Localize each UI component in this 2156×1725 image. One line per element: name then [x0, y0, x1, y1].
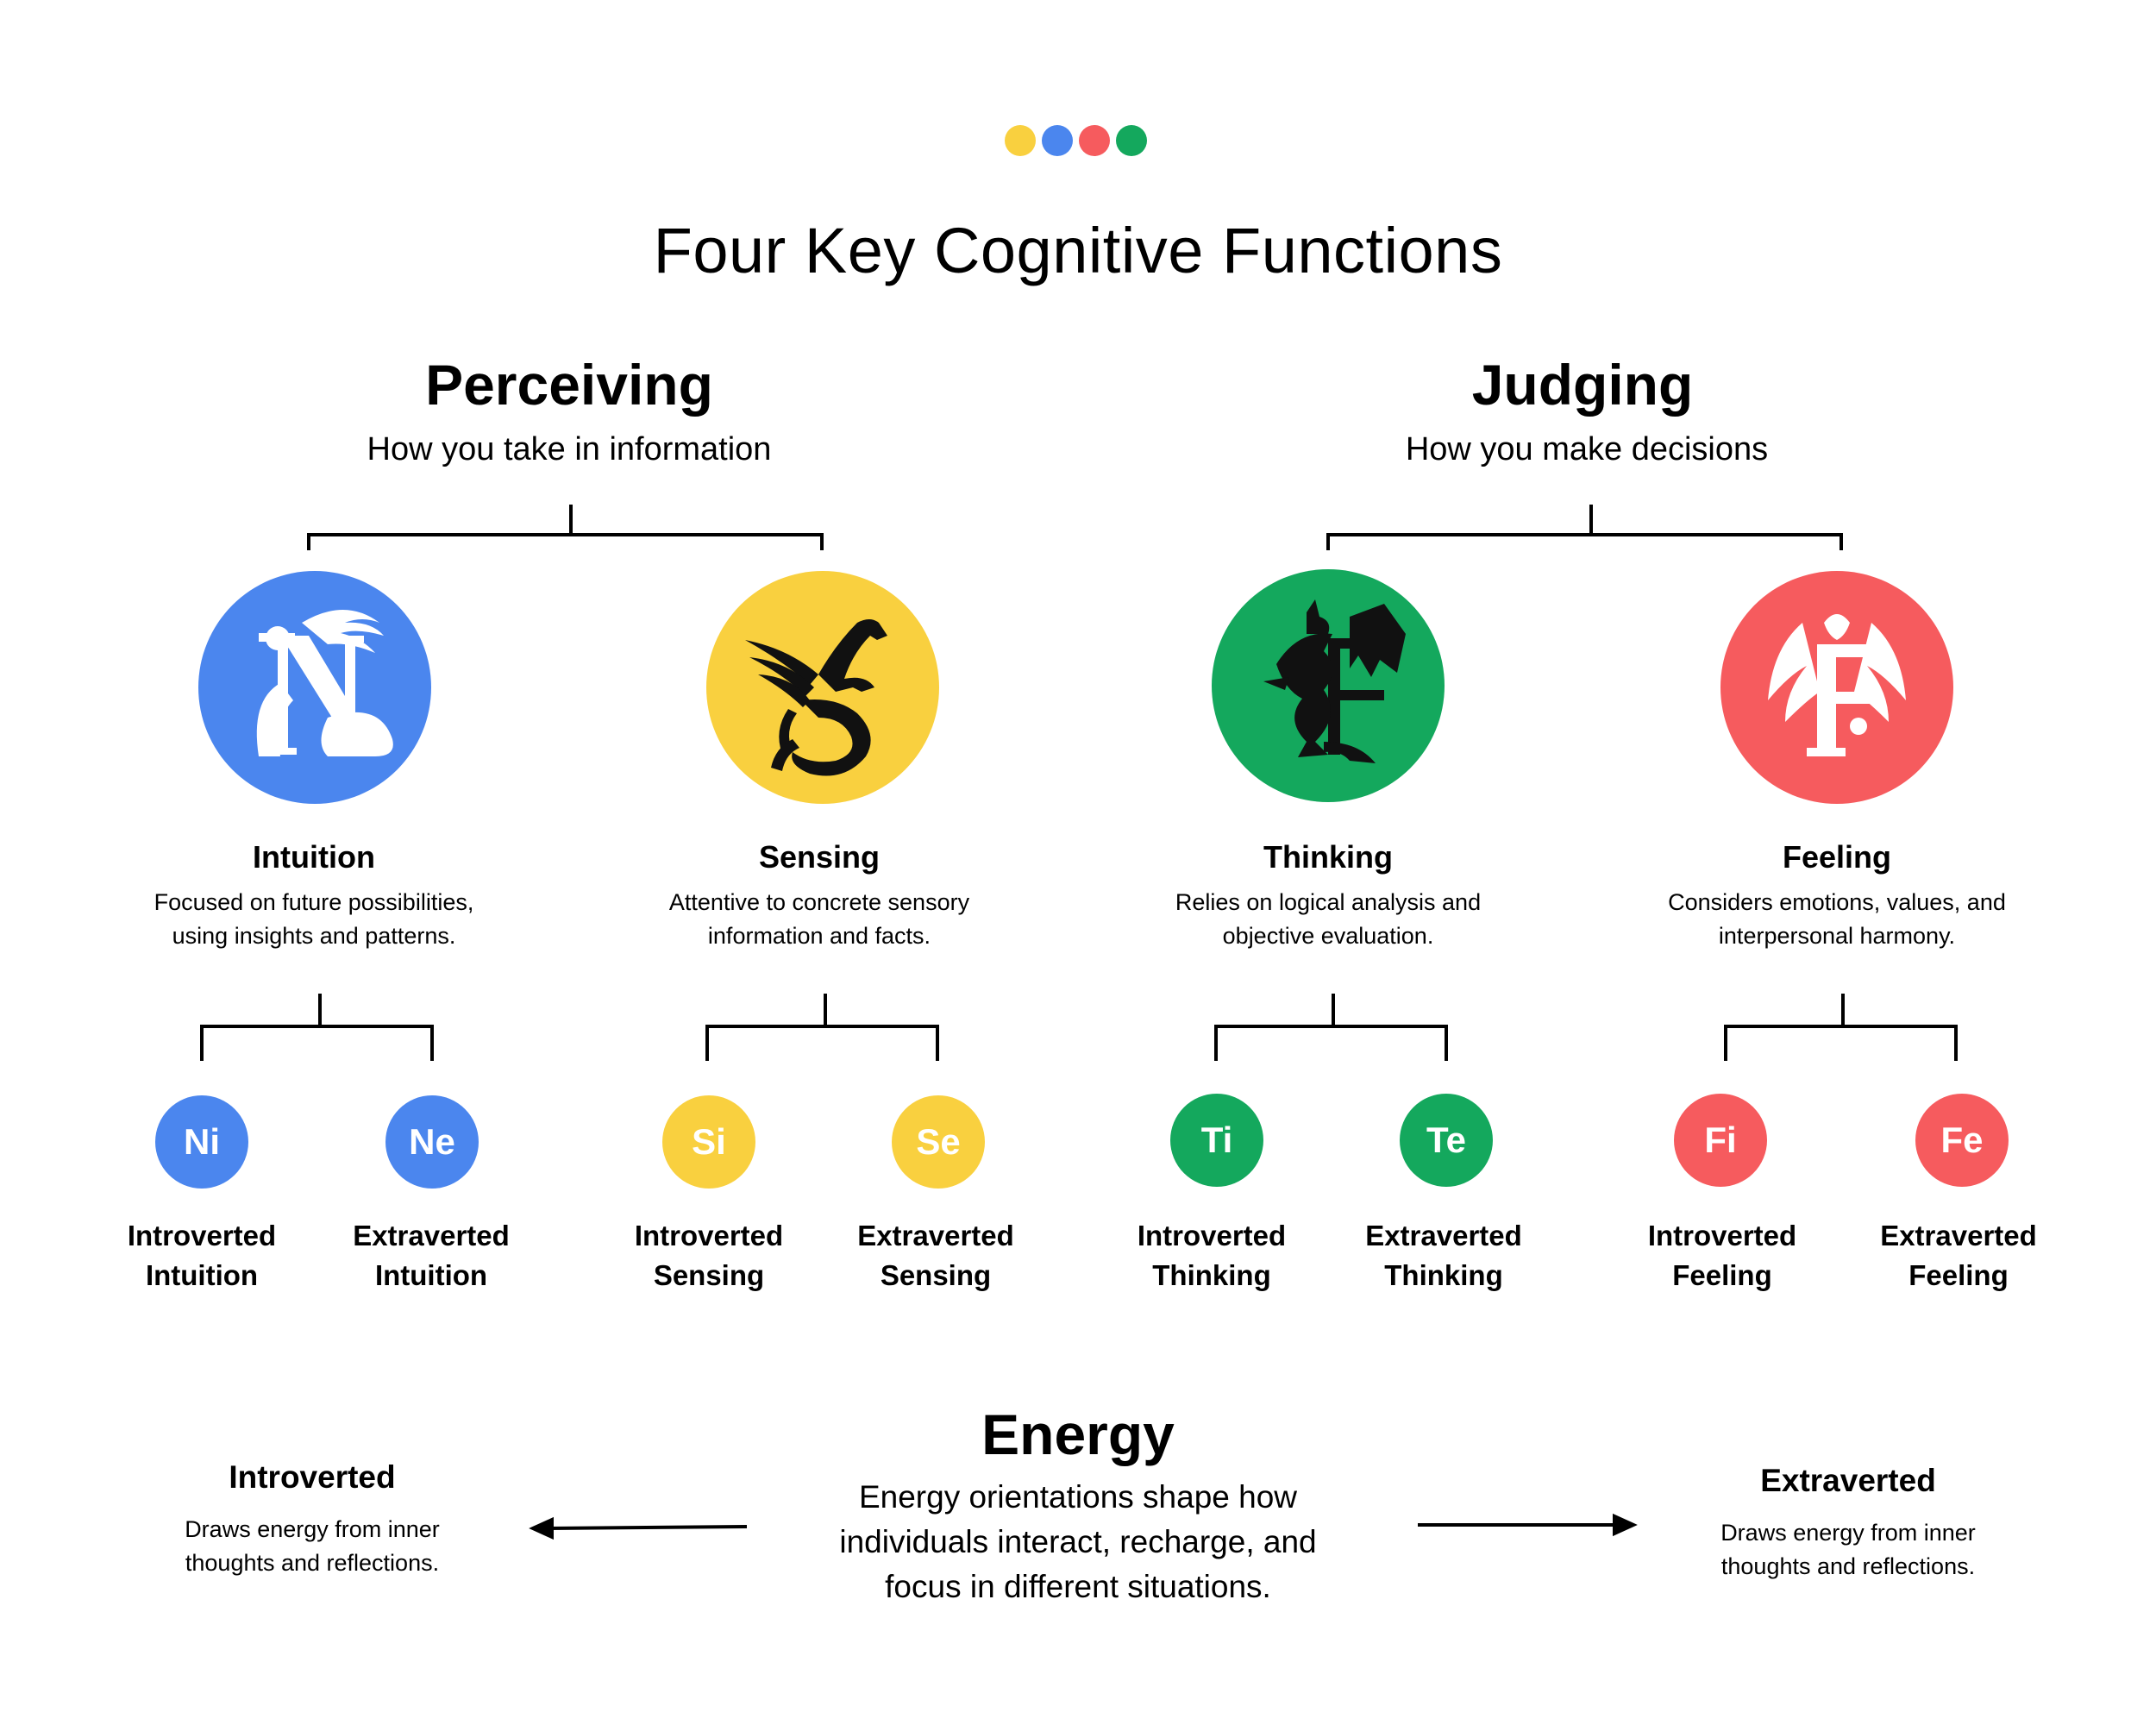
intuition-description: Focused on future possibilities,using in… [154, 889, 474, 949]
energy-description: Energy orientations shape how individual… [839, 1479, 1317, 1604]
phoenix-icon [1768, 614, 1906, 756]
extraverted-title: Extraverted [1760, 1463, 1936, 1498]
arrow-left-icon [529, 1516, 748, 1540]
red-dot [1079, 125, 1110, 156]
judging-title: Judging [1471, 353, 1694, 417]
energy-title: Energy [981, 1402, 1175, 1466]
sensing-bracket [705, 994, 939, 1061]
introverted-title: Introverted [229, 1459, 396, 1495]
dragon-icon [1263, 599, 1406, 763]
pegasus-icon [745, 619, 887, 776]
feeling-circle [1720, 571, 1953, 804]
ti-badge: Ti [1170, 1094, 1263, 1187]
perceiving-subtitle: How you take in information [367, 431, 772, 467]
page-title: Four Key Cognitive Functions [653, 215, 1503, 286]
thinking-title: Thinking [1263, 839, 1393, 875]
intuition-bracket [200, 994, 434, 1061]
intuition-circle [198, 571, 431, 804]
sphinx-icon [256, 610, 393, 756]
yellow-dot [1005, 125, 1036, 156]
sensing-title: Sensing [758, 839, 881, 875]
si-badge: Si [662, 1095, 755, 1189]
sensing-circle [706, 571, 939, 804]
feeling-bracket [1724, 994, 1958, 1061]
perceiving-title: Perceiving [425, 353, 713, 417]
ne-badge: Ne [385, 1095, 479, 1189]
intuition-title: Intuition [253, 839, 375, 875]
te-badge: Te [1400, 1094, 1493, 1187]
ni-badge: Ni [155, 1095, 248, 1189]
fe-badge: Fe [1915, 1094, 2009, 1187]
se-badge: Se [892, 1095, 985, 1189]
color-dots [1005, 125, 1151, 156]
feeling-title: Feeling [1782, 839, 1892, 875]
fi-badge: Fi [1674, 1094, 1767, 1187]
thinking-circle [1212, 569, 1445, 802]
blue-dot [1042, 125, 1073, 156]
perceiving-bracket [307, 505, 824, 550]
arrow-right-icon [1418, 1513, 1638, 1537]
judging-subtitle: How you make decisions [1405, 431, 1769, 467]
thinking-bracket [1214, 994, 1448, 1061]
green-dot [1116, 125, 1147, 156]
judging-bracket [1326, 505, 1843, 550]
